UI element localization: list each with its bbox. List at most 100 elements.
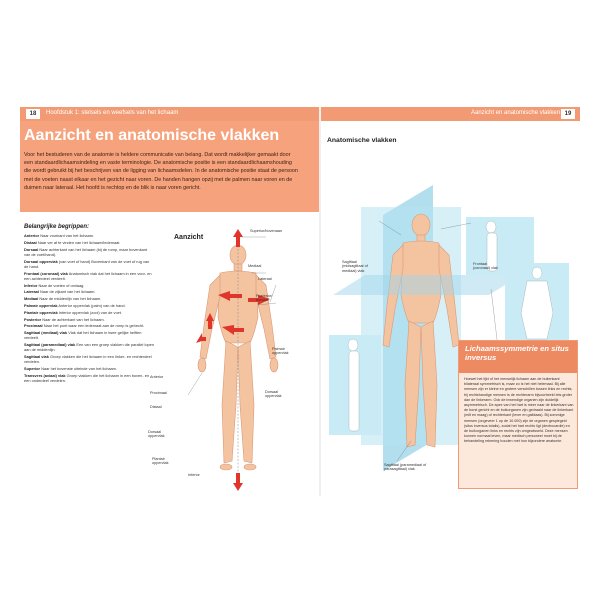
transverse-plane xyxy=(333,275,521,295)
label-inferior: Inferior xyxy=(188,473,200,477)
term-entry: Anterior Naar voorkant van het lichaam. xyxy=(24,233,154,238)
label-frontal-plane: Frontaal (coronaal) vlak xyxy=(473,262,498,271)
term-name: Transvers (axiaal) vlak xyxy=(24,372,66,378)
inferior-arrow xyxy=(233,473,243,491)
terms-list: Anterior Naar voorkant van het lichaam.D… xyxy=(24,233,154,385)
right-leg xyxy=(221,340,239,464)
left-running-title: Hoofdstuk 1: stelsels en weefsels van he… xyxy=(46,110,179,116)
symmetry-header: Lichaamssymmetrie en situs inversus xyxy=(459,341,577,373)
term-entry: Superior Naar het bovenste uiteinde van … xyxy=(24,366,154,371)
intro-panel: Aanzicht en anatomische vlakken Voor het… xyxy=(20,121,319,212)
term-name: Frontaal (coronaal) vlak xyxy=(24,270,68,276)
label-palmair: Palmair oppervlak xyxy=(272,347,289,356)
right-foot xyxy=(219,463,233,471)
term-name: Lateraal xyxy=(24,289,39,295)
term-name: Posterior xyxy=(24,316,42,322)
term-entry: Sagittaal (mediaal) vlak Vlak dat het li… xyxy=(24,330,154,340)
term-definition: Anatomisch vlak dat het lichaam in een v… xyxy=(24,270,152,281)
symmetry-sidebar: Lichaamssymmetrie en situs inversus Hoew… xyxy=(458,340,578,489)
term-entry: Posterior Naar de achterkant van het lic… xyxy=(24,317,154,322)
distal-arrow xyxy=(206,313,214,329)
term-name: Distaal xyxy=(24,239,37,245)
term-definition: Naar ver af te vinden van het lichaam/le… xyxy=(37,239,121,245)
term-definition: Naar de zijkant van het lichaam. xyxy=(40,289,96,295)
label-sagittal-median: Sagittaal (midsagittaal of mediaal) vlak xyxy=(342,260,368,273)
figure-left-title: Aanzicht xyxy=(174,234,204,241)
term-name: Palmair oppervlak xyxy=(24,302,58,308)
term-entry: Frontaal (coronaal) vlak Anatomisch vlak… xyxy=(24,271,154,281)
intro-paragraph: Voor het bestuderen van de anatomie is h… xyxy=(24,152,298,191)
label-posterior: Posterior/ dorsaal xyxy=(256,294,273,303)
left-hand xyxy=(269,357,279,373)
torso xyxy=(217,270,259,344)
term-name: Mediaal xyxy=(24,296,39,302)
figure-right-title: Anatomische vlakken xyxy=(327,137,397,144)
right-page-number: 19 xyxy=(561,109,575,119)
label-lateraal: Lateraal xyxy=(258,277,272,281)
left-leg xyxy=(237,340,255,464)
lateral-arrow xyxy=(248,295,270,305)
term-definition: Naar het punt waar een ledemaat aan de r… xyxy=(43,323,145,329)
term-entry: Lateraal Naar de zijkant van het lichaam… xyxy=(24,289,154,294)
label-proximaal: Proximaal xyxy=(150,391,167,395)
term-definition: Naar voorkant van het lichaam. xyxy=(40,233,95,238)
label-plantair: Plantair oppervlak xyxy=(152,457,169,466)
anatomical-planes-figure xyxy=(329,185,571,471)
term-name: Sagittaal vlak xyxy=(24,354,49,360)
term-name: Dorsaal oppervlak xyxy=(24,258,58,264)
term-entry: Dorsaal oppervlak (van voet of hand) Bov… xyxy=(24,259,154,269)
page-gutter xyxy=(319,107,321,496)
term-definition: Naar de middenlijn van het lichaam. xyxy=(39,296,102,302)
term-entry: Plantair oppervlak Inferior oppervlak (z… xyxy=(24,310,154,315)
medial-arrow xyxy=(218,291,242,301)
term-definition: Anterior oppervlak (palm) van de hand. xyxy=(58,302,126,308)
label-mediaal: Mediaal xyxy=(248,264,262,268)
term-name: Proximaal xyxy=(24,323,43,329)
term-name: Dorsaal xyxy=(24,246,39,252)
proximal-arrow xyxy=(196,333,206,343)
term-definition: Naar achterkant van het lichaam (bij de … xyxy=(24,246,148,257)
term-definition: Naar het bovenste uiteinde van het licha… xyxy=(41,366,118,372)
label-anterior: Anterior xyxy=(150,375,164,379)
term-entry: Transvers (axiaal) vlak Groep vlakken di… xyxy=(24,373,154,383)
label-distaal: Distaal xyxy=(150,405,162,409)
term-name: Plantair oppervlak xyxy=(24,309,58,315)
term-entry: Dorsaal Naar achterkant van het lichaam … xyxy=(24,247,154,257)
left-header-strip: 18 Hoofdstuk 1: stelsels en weefsels van… xyxy=(20,107,319,121)
right-header-strip: Aanzicht en anatomische vlakken 19 xyxy=(321,107,580,121)
left-foot xyxy=(243,463,257,471)
right-hand xyxy=(197,357,207,373)
term-definition: Groep vlakken die het lichaam in een bov… xyxy=(24,372,150,384)
terms-heading: Belangrijke begrippen: xyxy=(24,224,90,230)
label-superior: Superior/bovenaan xyxy=(250,229,283,233)
label-dorsaal-opp-2: Dorsaal oppervlak xyxy=(148,430,165,439)
term-entry: Sagittaal (paramediaal) vlak Een van een… xyxy=(24,342,154,352)
term-name: Sagittaal (paramediaal) vlak xyxy=(24,342,76,348)
term-entry: Distaal Naar ver af te vinden van het li… xyxy=(24,240,154,245)
anterior-arrow xyxy=(222,325,244,335)
page-title: Aanzicht en anatomische vlakken xyxy=(24,127,280,144)
head xyxy=(229,244,247,266)
symmetry-title: Lichaamssymmetrie en situs inversus xyxy=(465,344,569,362)
term-entry: Mediaal Naar de middenlijn van het licha… xyxy=(24,296,154,301)
symmetry-text: Hoewel het lijkt of het menselijk lichaa… xyxy=(464,377,574,444)
term-definition: Vlak dat het lichaam in twee gelijke hel… xyxy=(24,330,142,341)
right-running-title: Aanzicht en anatomische vlakken xyxy=(471,110,561,116)
term-entry: Proximaal Naar het punt waar een ledemaa… xyxy=(24,323,154,328)
body-directions-figure xyxy=(187,229,279,491)
book-spread: 18 Hoofdstuk 1: stelsels en weefsels van… xyxy=(20,107,580,496)
term-entry: Inferior Naar de voeten of omlaag. xyxy=(24,283,154,288)
label-leaders xyxy=(187,236,277,396)
term-name: Inferior xyxy=(24,282,38,288)
term-definition: Naar de voeten of omlaag. xyxy=(38,282,85,288)
term-entry: Palmair oppervlak Anterior oppervlak (pa… xyxy=(24,303,154,308)
term-definition: Inferior oppervlak (zool) van de voet. xyxy=(58,309,122,315)
label-dorsaal-opp: Dorsaal oppervlak xyxy=(265,390,282,399)
superior-arrow xyxy=(233,229,243,247)
term-definition: Een van een groep vlakken die parallel l… xyxy=(24,342,154,353)
term-entry: Sagittaal vlak Groep vlakken die het lic… xyxy=(24,354,154,364)
term-definition: Groep vlakken die het lichaam in een lin… xyxy=(24,354,152,365)
left-page-number: 18 xyxy=(26,109,40,119)
term-definition: Naar de achterkant van het lichaam. xyxy=(42,316,105,322)
direction-arrows xyxy=(196,229,270,491)
